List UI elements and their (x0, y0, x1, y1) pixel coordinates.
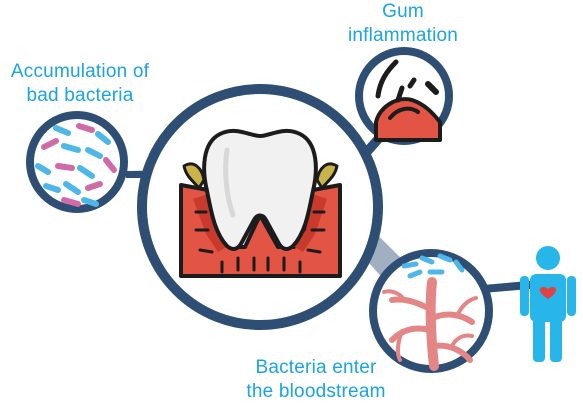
label-gum-line-2: inflammation (347, 25, 459, 46)
vessel-bacteria (401, 253, 465, 279)
tooth-lens (137, 84, 383, 330)
label-gum-inflammation: Gum inflammation (336, 0, 470, 48)
heart-icon (539, 286, 557, 299)
gum-closeup-mark-1 (395, 85, 405, 103)
label-blood-line-2: the bloodstream (246, 381, 386, 402)
inflamed-gum-closeup-icon (374, 59, 442, 142)
gum-closeup-mark-2 (407, 77, 417, 89)
plaque-right (315, 162, 339, 190)
label-bacteria-line-1: Accumulation of (10, 61, 150, 82)
person-leg-right (550, 318, 562, 362)
label-bacteria-line-2: bad bacteria (26, 85, 134, 106)
gum-lens (355, 47, 453, 145)
tooth-shade (223, 147, 236, 218)
label-bacteria-accumulation: Accumulation of bad bacteria (0, 60, 160, 108)
blood-vessel-bacteria-icon (382, 253, 478, 371)
person-leg-left (533, 318, 545, 362)
label-blood-line-1: Bacteria enter (255, 357, 377, 378)
plaque-left (182, 162, 206, 190)
blood-lens (369, 249, 493, 373)
gum-closeup-tooth-line (375, 59, 399, 99)
blood-vessel (382, 277, 478, 371)
person-arm-right (567, 276, 576, 316)
label-bloodstream: Bacteria enter the bloodstream (228, 356, 404, 404)
bacteria-lens (26, 111, 128, 213)
tooth-shape (202, 128, 318, 251)
tooth-with-inflamed-gum-icon (179, 128, 342, 278)
gum-closeup-edge (388, 106, 420, 120)
person-head (536, 246, 560, 270)
person-arm-left (520, 276, 529, 316)
person-heart-icon (520, 246, 576, 362)
gum-closeup-mark-3 (425, 81, 439, 95)
root-marks (194, 210, 326, 274)
gum-closeup-red (374, 97, 442, 142)
label-gum-line-1: Gum (382, 1, 424, 22)
bacteria-cluster-icon (35, 123, 117, 207)
